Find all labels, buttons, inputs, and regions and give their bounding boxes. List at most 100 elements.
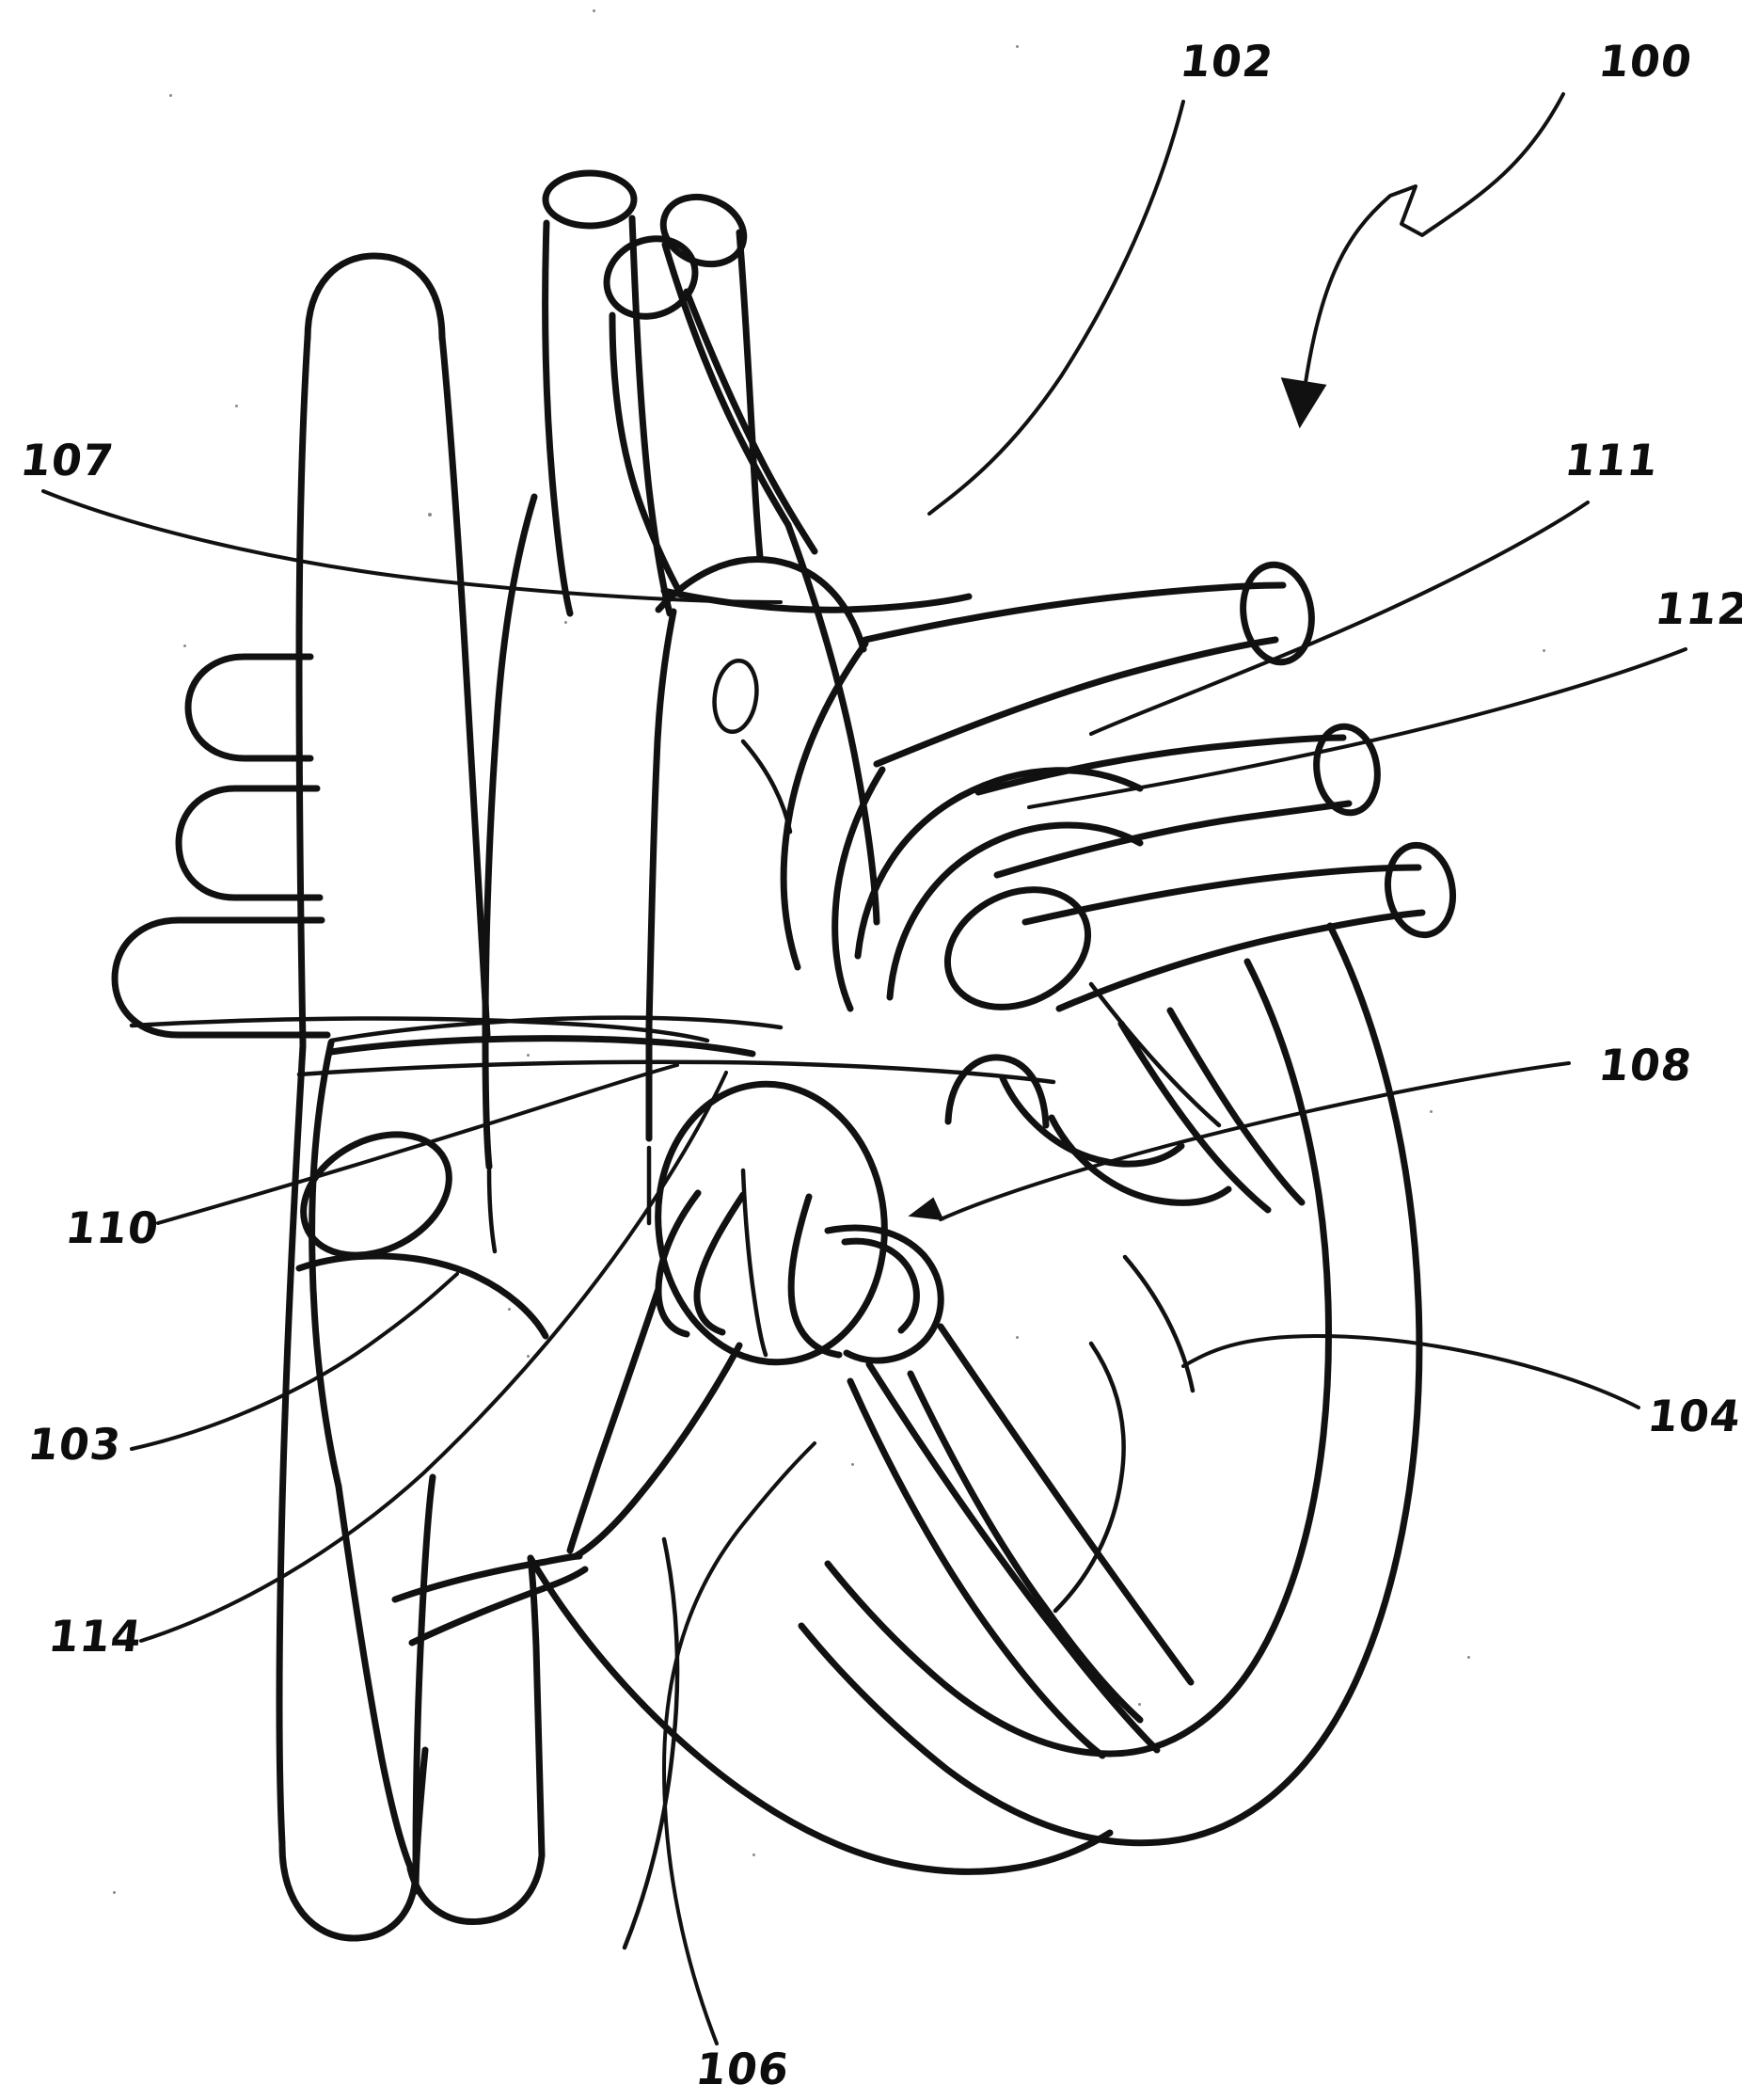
internal-details: [486, 1145, 1196, 1393]
aorta-inner-wall: [645, 608, 677, 1142]
left-ventricle: [798, 922, 1423, 1847]
scan-speck: [564, 621, 567, 624]
scan-speck: [508, 1308, 511, 1311]
aortic-valve-cusp-1: [944, 1054, 1050, 1129]
pulmonary-vein-left-2: [175, 785, 324, 901]
scan-speck: [527, 1054, 530, 1057]
lv-septal-outer: [847, 1377, 1106, 1759]
rv-free-wall-left: [335, 1483, 414, 1870]
reference-numeral-106: 106: [692, 2044, 793, 2094]
reference-numeral-111: 111: [1561, 435, 1662, 485]
right-atrium: [854, 767, 1306, 1214]
reference-numeral-103: 103: [24, 1419, 125, 1470]
pulmonary-veins-left: [111, 653, 331, 1039]
svc-left-wall: [295, 333, 311, 1048]
chamber-trace: [1053, 1341, 1126, 1614]
septum-thin-line: [622, 1536, 680, 1950]
aorta-small-lumen: [712, 658, 759, 735]
reference-numeral-108: 108: [1595, 1040, 1696, 1090]
pulmonary-trunk-right-edge: [831, 766, 886, 1012]
branch3-lumen-ellipse: [659, 193, 748, 268]
brachiocephalic-trunk: [609, 311, 685, 598]
reference-numeral-107: 107: [17, 435, 118, 485]
lv-outer-free-wall: [798, 922, 1423, 1847]
ivc-right-wall: [412, 1473, 436, 1867]
valve-leaflet-left: [693, 1191, 747, 1336]
aortic-valve-cusp-3: [1048, 1114, 1232, 1206]
arrowhead-100: [1280, 377, 1327, 429]
svc-right-wall: [438, 333, 491, 1039]
pulmonary-trunk-left-edge: [780, 640, 869, 971]
scan-speck: [1467, 1656, 1470, 1659]
upper-thin-contour: [129, 1016, 710, 1043]
aorta-arch-outer: [784, 521, 880, 926]
leader-111: [1089, 501, 1590, 736]
lower-atrial-detail: [865, 1323, 1195, 1754]
svc-rounded-top: [304, 252, 446, 342]
reference-numeral-102: 102: [1177, 36, 1277, 87]
reference-numeral-112: 112: [1652, 583, 1742, 634]
mitral-valve: [391, 1285, 743, 1647]
aorta-left-wall: [482, 493, 538, 1170]
pulmonary-veins-right: [974, 723, 1457, 1012]
scan-speck: [851, 1463, 854, 1466]
scan-speck: [1138, 1703, 1141, 1706]
leader-110: [156, 1063, 679, 1225]
leader-103: [130, 1272, 459, 1451]
valve-leaflet-right: [787, 1193, 843, 1359]
lv-septal-inner: [907, 1370, 1144, 1724]
left-atrium-outer-wall: [309, 1039, 342, 1490]
aortic-valve-cusp-2: [999, 1074, 1185, 1168]
scan-speck: [428, 513, 432, 517]
right-vein-B-ellipse: [1384, 841, 1457, 939]
left-common-carotid: [542, 219, 574, 617]
superior-vena-cava: [295, 252, 491, 1048]
mitral-posterior-leaflet: [572, 1342, 743, 1560]
rpa-lower-wall: [873, 636, 1279, 768]
right-atrium-opening-ellipse: [943, 886, 1092, 1010]
scan-speck: [527, 1355, 530, 1358]
left-atrium-opening-ellipse: [300, 1131, 452, 1259]
left-atrium-inner-fold: [295, 1252, 549, 1340]
scan-speck: [752, 1853, 755, 1856]
septum-right-edge: [527, 1554, 546, 1859]
aortic-arch-branches: [542, 169, 818, 617]
leader-112: [1027, 647, 1687, 809]
coronary-sinus-lower: [865, 1360, 1161, 1754]
right-ventricle-and-septum: [335, 1483, 1114, 1950]
right-vein-A-ellipse: [1313, 723, 1381, 817]
scan-speck: [593, 9, 595, 12]
leader-106: [662, 1441, 816, 2045]
branch2-lumen-ellipse: [542, 169, 638, 230]
rpa-upper-wall: [862, 581, 1287, 644]
left-atrium-roof: [327, 1035, 756, 1058]
pulmonary-vein-left-1: [184, 653, 314, 762]
lv-inner-endocardium: [824, 958, 1332, 1758]
connective-contours: [129, 1015, 1056, 1085]
leader-100: [1298, 92, 1565, 425]
septum-to-apex: [527, 1554, 1114, 1875]
pulmonary-vein-left-3: [111, 916, 331, 1039]
aortic-valve-commissure: [1117, 1020, 1272, 1214]
reference-numeral-100: 100: [1595, 36, 1696, 87]
leader-104: [1181, 1334, 1640, 1409]
valve-leaflet-thin: [740, 1168, 768, 1358]
left-subclavian: [661, 241, 792, 529]
scan-speck: [169, 94, 172, 97]
leader-107: [41, 489, 783, 604]
arrowhead-108: [908, 1197, 944, 1221]
arch-shadow-line: [328, 1015, 784, 1043]
leader-102: [927, 100, 1185, 516]
scan-speck: [113, 1891, 116, 1894]
ivc-bottom-round: [278, 1842, 420, 1942]
leader-114: [139, 1071, 728, 1643]
ivc-left-wall: [276, 1042, 307, 1848]
central-valve-complex: [655, 1080, 944, 1366]
valve-sinus-right: [824, 1224, 944, 1364]
reference-numeral-114: 114: [45, 1611, 146, 1662]
scan-speck: [235, 405, 238, 407]
scan-speck: [1016, 45, 1019, 48]
right-atrium-outer: [854, 767, 1144, 960]
